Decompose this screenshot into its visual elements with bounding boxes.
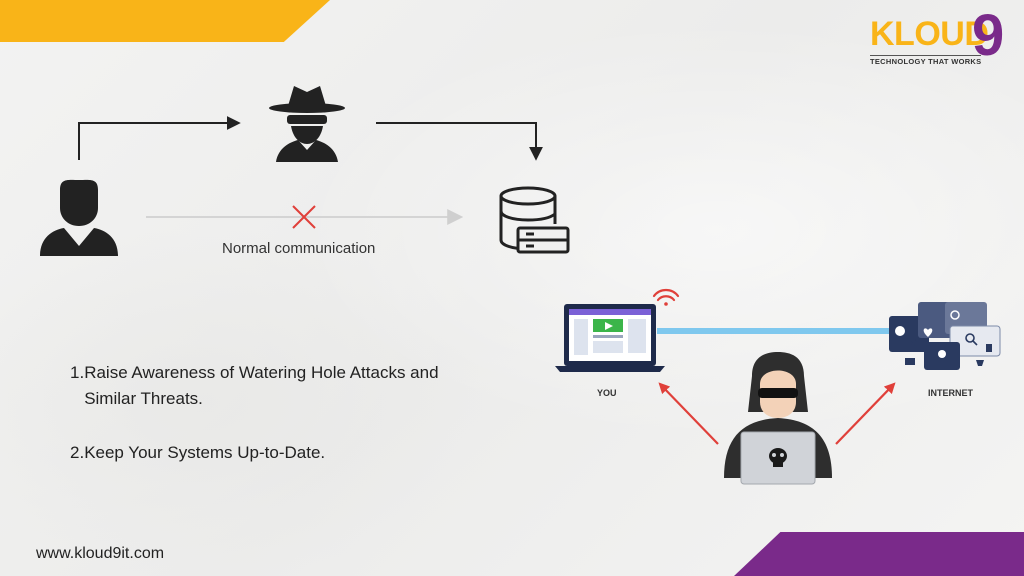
path-to-database: [376, 122, 543, 161]
laptop-icon: [555, 304, 665, 372]
list-item-number: 1.: [70, 363, 85, 382]
normal-communication-label: Normal communication: [222, 240, 376, 257]
list-item-number: 2.: [70, 443, 85, 462]
attack-arrow-to-internet: [835, 382, 896, 445]
svg-text:#: #: [911, 338, 917, 349]
skull-icon: [769, 448, 787, 467]
website-link[interactable]: www.kloud9it.com: [36, 545, 165, 562]
you-label: YOU: [597, 388, 617, 398]
path-to-attacker: [78, 116, 241, 160]
database-icon: [499, 186, 570, 254]
internet-label: INTERNET: [928, 388, 973, 398]
spy-icon: [269, 86, 345, 162]
blocked-x-icon: [292, 205, 316, 229]
internet-services-icon: #: [889, 302, 1001, 370]
hacker-icon: [724, 352, 832, 485]
list-item: 1. Raise Awareness of Watering Hole Atta…: [70, 360, 490, 412]
connection-link: [657, 328, 889, 334]
list-item-text: Raise Awareness of Watering Hole Attacks…: [84, 363, 439, 408]
logo-word: KLOUD: [870, 15, 989, 53]
brand-logo[interactable]: KLOUD 9 TECHNOLOGY THAT WORKS: [862, 6, 1012, 72]
attack-arrow-to-you: [658, 382, 719, 445]
logo-tagline: TECHNOLOGY THAT WORKS: [870, 55, 982, 66]
list-item-text: Keep Your Systems Up-to-Date.: [84, 443, 326, 462]
user-icon: [40, 179, 118, 256]
corner-accent-yellow: [0, 0, 330, 42]
wifi-icon: [652, 288, 680, 306]
corner-accent-purple: [734, 532, 1024, 576]
recommendations-list: 1. Raise Awareness of Watering Hole Atta…: [70, 360, 490, 466]
list-item: 2. Keep Your Systems Up-to-Date.: [70, 440, 490, 466]
